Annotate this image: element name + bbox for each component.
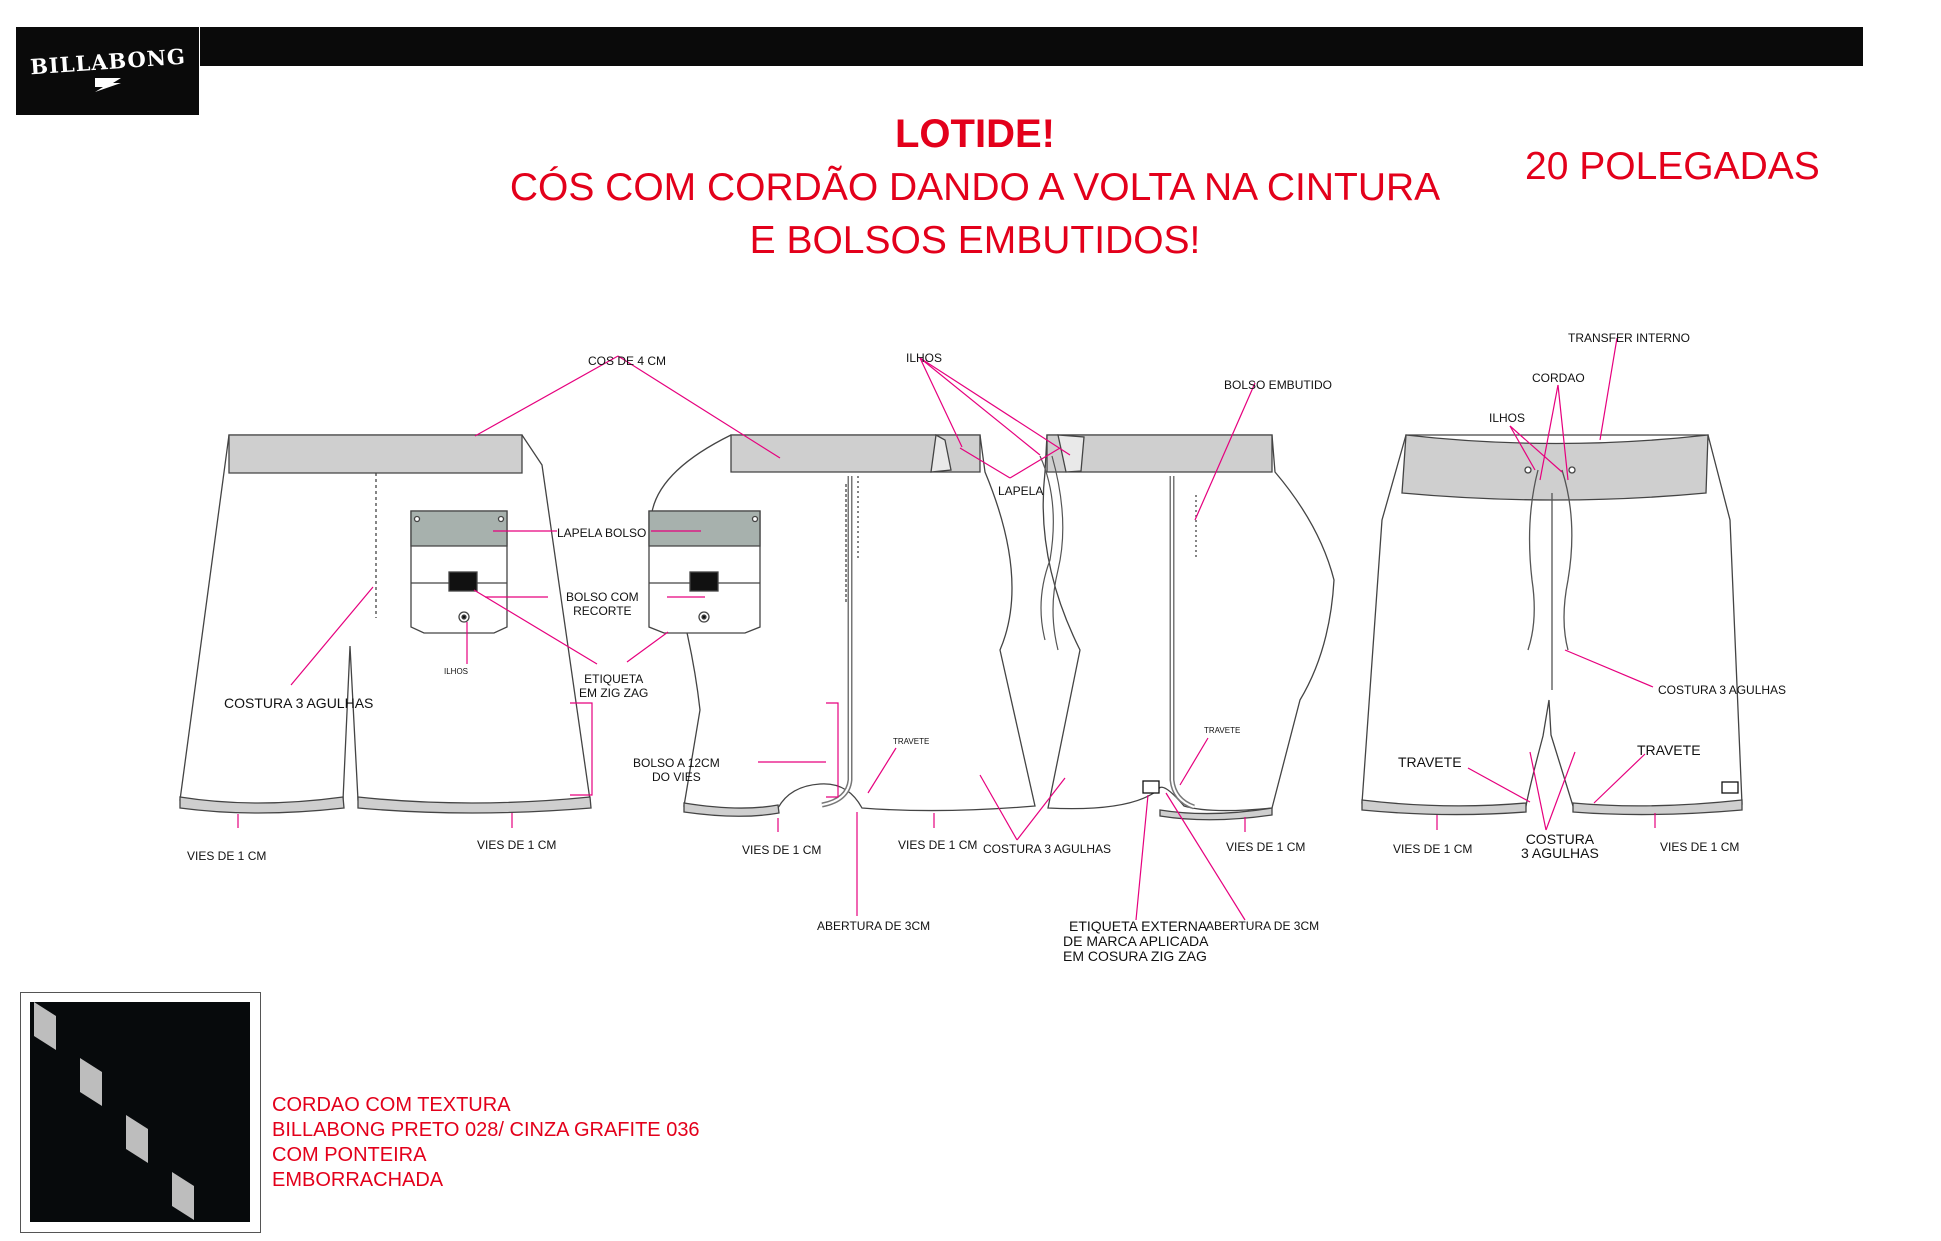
label-bolso-12cm: BOLSO A 12CM DO VIES bbox=[633, 756, 720, 784]
label-costura-front-line-2: 3 AGULHAS bbox=[1521, 845, 1599, 861]
label-travete-small-1: TRAVETE bbox=[893, 737, 930, 746]
leader-lines bbox=[237, 337, 1656, 921]
label-abertura-2: ABERTURA DE 3CM bbox=[1206, 919, 1320, 933]
label-vies-7: VIES DE 1 CM bbox=[1660, 840, 1740, 854]
label-etiqueta-externa-line-1: ETIQUETA EXTERNA bbox=[1069, 918, 1208, 934]
cord-spec-line-4: EMBORRACHADA bbox=[272, 1169, 444, 1191]
label-cordao: CORDAO bbox=[1532, 371, 1585, 385]
label-bolso-embutido: BOLSO EMBUTIDO bbox=[1224, 378, 1333, 392]
logo-mark-icon bbox=[94, 77, 121, 92]
label-vies-3: VIES DE 1 CM bbox=[742, 843, 822, 857]
label-bolso-recorte-line-1: BOLSO COM bbox=[566, 590, 639, 604]
label-abertura-1: ABERTURA DE 3CM bbox=[817, 919, 931, 933]
label-travete-right: TRAVETE bbox=[1637, 742, 1701, 758]
label-vies-4: VIES DE 1 CM bbox=[898, 838, 978, 852]
headline-line-1: LOTIDE! bbox=[895, 112, 1055, 156]
label-costura-right: COSTURA 3 AGULHAS bbox=[1658, 683, 1787, 697]
headline-line-2: CÓS COM CORDÃO DANDO A VOLTA NA CINTURA bbox=[509, 166, 1441, 209]
label-costura-front-line-1: COSTURA bbox=[1525, 831, 1595, 847]
label-etiqueta-externa-line-2: DE MARCA APLICADA bbox=[1063, 933, 1209, 949]
pocket-detail bbox=[648, 510, 761, 634]
label-vies-6: VIES DE 1 CM bbox=[1393, 842, 1473, 856]
label-lapela: LAPELA bbox=[998, 484, 1044, 498]
label-etiqueta-externa: ETIQUETA EXTERNA DE MARCA APLICADA EM CO… bbox=[1063, 919, 1209, 964]
label-costura-back: COSTURA 3 AGULHAS bbox=[224, 695, 374, 711]
front-view-shorts bbox=[1361, 434, 1743, 816]
label-bolso-12cm-line-2: DO VIES bbox=[652, 770, 701, 784]
label-costura-mid: COSTURA 3 AGULHAS bbox=[983, 842, 1112, 856]
label-cos: COS DE 4 CM bbox=[588, 354, 667, 368]
label-vies-1: VIES DE 1 CM bbox=[187, 849, 267, 863]
label-ilhos-small: ILHOS bbox=[444, 667, 469, 676]
cord-spec-line-2: BILLABONG PRETO 028/ CINZA GRAFITE 036 bbox=[272, 1119, 700, 1141]
header-bar bbox=[200, 27, 1863, 66]
cord-spec-line-1: CORDAO COM TEXTURA bbox=[272, 1094, 511, 1116]
brand-logo: BILLABONG bbox=[16, 27, 199, 115]
cord-swatch bbox=[30, 1002, 250, 1222]
label-lapela-bolso: LAPELA BOLSO bbox=[557, 526, 647, 540]
label-ilhos-top: ILHOS bbox=[906, 351, 943, 365]
side-view-shorts bbox=[651, 433, 1335, 821]
label-costura-front: COSTURA 3 AGULHAS bbox=[1521, 832, 1599, 860]
label-vies-2: VIES DE 1 CM bbox=[477, 838, 557, 852]
headline-line-3: E BOLSOS EMBUTIDOS! bbox=[749, 219, 1201, 262]
label-travete-small-2: TRAVETE bbox=[1204, 726, 1241, 735]
cord-spec: CORDAO COM TEXTURA BILLABONG PRETO 028/ … bbox=[272, 1093, 700, 1193]
back-view-shorts bbox=[179, 434, 592, 814]
label-etiqueta: ETIQUETA EM ZIG ZAG bbox=[579, 672, 648, 700]
label-travete-left: TRAVETE bbox=[1398, 754, 1462, 770]
label-bolso-recorte: BOLSO COM RECORTE bbox=[566, 590, 639, 618]
label-etiqueta-externa-line-3: EM COSURA ZIG ZAG bbox=[1063, 948, 1207, 964]
label-vies-5: VIES DE 1 CM bbox=[1226, 840, 1306, 854]
label-bolso-recorte-line-2: RECORTE bbox=[573, 604, 632, 618]
size-label: 20 POLEGADAS bbox=[1525, 145, 1820, 188]
label-transfer-interno: TRANSFER INTERNO bbox=[1568, 331, 1691, 345]
cord-spec-line-3: COM PONTEIRA bbox=[272, 1144, 427, 1166]
label-ilhos-right: ILHOS bbox=[1489, 411, 1526, 425]
label-etiqueta-line-1: ETIQUETA bbox=[584, 672, 644, 686]
cord-texture-pattern bbox=[34, 1002, 194, 1220]
label-etiqueta-line-2: EM ZIG ZAG bbox=[579, 686, 649, 700]
cord-swatch-frame bbox=[20, 992, 261, 1233]
label-bolso-12cm-line-1: BOLSO A 12CM bbox=[633, 756, 720, 770]
